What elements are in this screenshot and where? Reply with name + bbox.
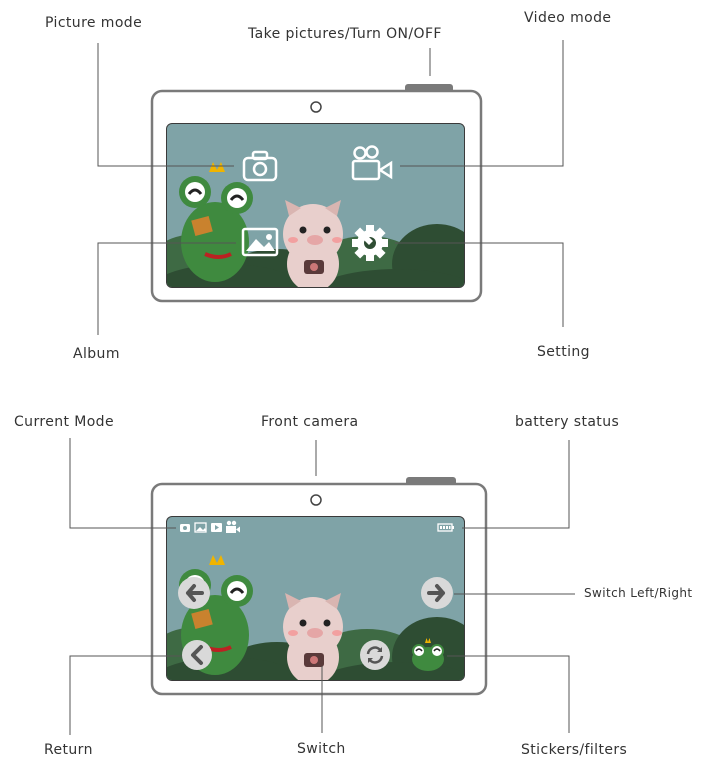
label-album: Album bbox=[73, 346, 120, 362]
video-camera-icon[interactable] bbox=[351, 145, 393, 181]
label-stickers-filters: Stickers/filters bbox=[521, 742, 628, 758]
current-mode-bar bbox=[180, 520, 240, 533]
device-diagram-2 bbox=[69, 438, 575, 735]
label-front-camera: Front camera bbox=[261, 414, 359, 430]
label-switch-left-right: Switch Left/Right bbox=[584, 586, 693, 600]
arrow-right-icon[interactable] bbox=[421, 577, 453, 609]
label-video-mode: Video mode bbox=[524, 10, 612, 26]
mode-play-icon bbox=[211, 523, 222, 532]
label-current-mode: Current Mode bbox=[14, 414, 114, 430]
album-icon[interactable] bbox=[241, 227, 279, 257]
label-take-pictures: Take pictures/Turn ON/OFF bbox=[248, 26, 442, 42]
mode-video-icon bbox=[226, 520, 240, 533]
label-switch: Switch bbox=[297, 741, 346, 757]
mode-album-icon bbox=[194, 522, 207, 533]
return-icon[interactable] bbox=[182, 640, 212, 670]
settings-icon[interactable] bbox=[352, 225, 388, 261]
label-battery-status: battery status bbox=[515, 414, 620, 430]
front-camera-lens-1 bbox=[310, 101, 322, 113]
label-return: Return bbox=[44, 742, 93, 758]
callout-lines-2 bbox=[69, 438, 575, 735]
mode-camera-icon bbox=[180, 524, 190, 532]
switch-icon[interactable] bbox=[360, 640, 390, 670]
sticker-frog-icon[interactable] bbox=[412, 638, 444, 671]
label-picture-mode: Picture mode bbox=[45, 15, 143, 31]
label-setting: Setting bbox=[537, 344, 590, 360]
arrow-left-icon[interactable] bbox=[178, 577, 210, 609]
front-camera-lens-2 bbox=[310, 494, 322, 506]
battery-icon bbox=[437, 523, 454, 532]
device-diagram-1 bbox=[97, 40, 564, 335]
callout-lines-1 bbox=[97, 40, 564, 335]
camera-icon[interactable] bbox=[242, 150, 278, 182]
